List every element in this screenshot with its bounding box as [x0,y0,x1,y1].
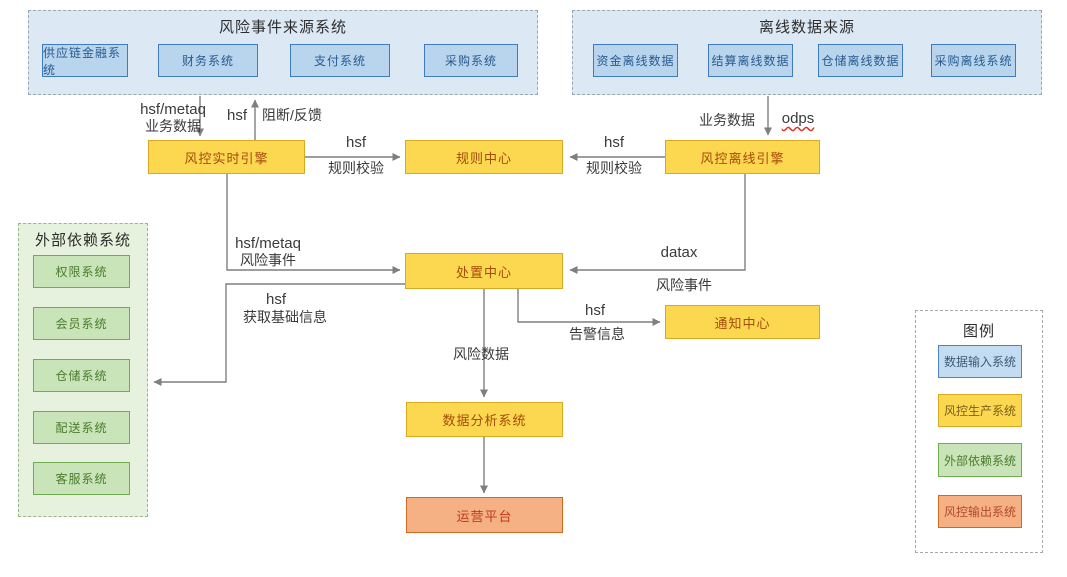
legend-title: 图例 [962,323,995,340]
label-realtime-to-rule-desc: 规则校验 [326,160,386,177]
edge-protocol: hsf [345,134,366,151]
label-dispose-to-notify-protocol: hsf [575,302,615,319]
node-operation-platform: 运营平台 [406,497,563,533]
legend-label: 数据输入系统 [943,355,1016,369]
label-source-to-realtime: hsf/metaq 业务数据 [131,101,215,135]
node-funds-offline-data: 资金离线数据 [593,44,678,77]
node-supply-chain-finance-system: 供应链金融系统 [42,44,128,77]
node-delivery-system: 配送系统 [33,411,130,444]
node-label: 仓储系统 [55,369,108,383]
label-dispose-to-notify-desc: 告警信息 [567,326,627,343]
label-offline-to-rule-desc: 规则校验 [584,160,644,177]
node-label: 运营平台 [456,508,513,524]
edge-dispose-to-notify [517,289,661,326]
node-label: 通知中心 [714,315,771,331]
node-label: 财务系统 [181,54,234,68]
label-feedback-protocol: hsf [222,107,252,124]
edge-offline-to-dispose [569,174,746,274]
edge-description: 告警信息 [569,326,625,342]
node-procurement-offline-system: 采购离线系统 [931,44,1016,77]
node-payment-system: 支付系统 [290,44,390,77]
legend-item-risk-output: 风控输出系统 [938,495,1022,528]
node-procurement-system: 采购系统 [424,44,518,77]
node-warehouse-offline-data: 仓储离线数据 [818,44,903,77]
node-dispose-center: 处置中心 [405,253,563,289]
edge-description: 风险事件 [656,277,712,293]
label-realtime-to-rule-protocol: hsf [336,134,376,151]
node-realtime-risk-engine: 风控实时引擎 [148,140,305,174]
node-label: 配送系统 [55,421,108,435]
edge-description: 风险数据 [453,346,509,362]
edge-description: 获取基础信息 [243,309,327,325]
edge-description: 风险事件 [240,252,296,268]
legend-item-data-input: 数据输入系统 [938,345,1022,378]
node-label: 结算离线数据 [711,54,790,68]
label-realtime-to-dispose: hsf/metaq 风险事件 [228,235,308,269]
edge-description: 规则校验 [586,160,642,176]
node-label: 会员系统 [55,317,108,331]
label-feedback-desc: 阻断/反馈 [258,107,326,124]
node-data-analysis-system: 数据分析系统 [406,402,563,437]
edge-description: 阻断/反馈 [262,107,322,123]
node-label: 权限系统 [55,265,108,279]
node-finance-system: 财务系统 [158,44,258,77]
edge-protocol: hsf [584,302,605,319]
node-label: 采购离线系统 [934,54,1013,68]
label-offline-ingest-desc: 业务数据 [697,112,757,129]
edge-protocol: hsf [603,134,624,151]
label-dispose-to-external-protocol: hsf [256,291,296,308]
node-label: 数据分析系统 [442,413,527,428]
edge-description: 规则校验 [328,160,384,176]
node-label: 采购系统 [444,54,497,68]
legend-label: 风控输出系统 [943,505,1016,519]
legend-item-risk-production: 风控生产系统 [938,394,1022,427]
node-label: 供应链金融系统 [43,45,122,77]
label-dispose-to-external-desc: 获取基础信息 [240,309,330,326]
legend-label: 外部依赖系统 [943,453,1016,468]
edge-protocol: hsf [226,107,247,124]
label-offline-to-rule-protocol: hsf [594,134,634,151]
edge-protocol: hsf [265,291,286,308]
edge-protocol: odps [781,110,815,127]
node-member-system: 会员系统 [33,307,130,340]
node-rule-center: 规则中心 [405,140,563,174]
node-label: 规则中心 [455,150,512,166]
legend-label: 风控生产系统 [943,404,1016,418]
node-label: 资金离线数据 [596,54,675,68]
label-dispose-to-analysis-desc: 风险数据 [451,346,511,363]
node-label: 风控离线引擎 [700,150,785,166]
label-offline-to-dispose-desc: 风险事件 [654,277,714,294]
edge-description: 业务数据 [699,112,755,128]
edge-dispose-to-external [153,283,406,386]
node-customer-service-system: 客服系统 [33,462,130,495]
edge-protocol: datax [660,244,698,261]
edge-description: 业务数据 [145,118,201,134]
node-label: 仓储离线数据 [821,54,900,68]
node-offline-risk-engine: 风控离线引擎 [665,140,820,174]
node-warehouse-system: 仓储系统 [33,359,130,392]
node-settlement-offline-data: 结算离线数据 [708,44,793,77]
panel-title: 离线数据来源 [758,19,855,36]
node-label: 风控实时引擎 [184,150,269,166]
node-permission-system: 权限系统 [33,255,130,288]
label-offline-to-dispose-protocol: datax [652,244,706,261]
panel-title: 风险事件来源系统 [218,19,347,36]
legend-item-external-dependency: 外部依赖系统 [938,443,1022,477]
node-label: 客服系统 [55,472,108,486]
panel-title: 外部依赖系统 [34,232,131,249]
label-offline-ingest-protocol: odps [776,110,820,127]
edge-realtime-to-dispose [226,174,401,274]
edge-protocol: hsf/metaq [140,101,206,118]
node-label: 支付系统 [313,54,366,68]
node-notify-center: 通知中心 [665,305,820,339]
node-label: 处置中心 [455,264,512,280]
edge-protocol: hsf/metaq [235,235,301,252]
